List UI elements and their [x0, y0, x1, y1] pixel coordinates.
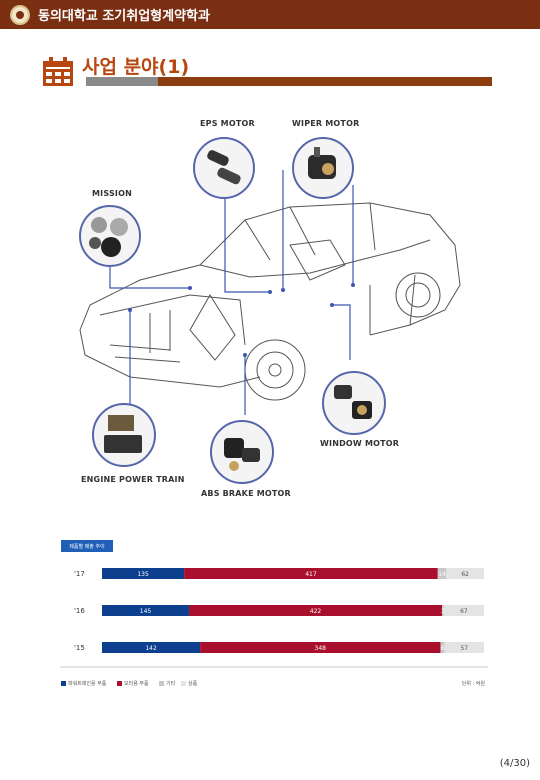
- legend-swatch: [159, 681, 164, 686]
- label-eps-motor: EPS MOTOR: [200, 119, 255, 128]
- bar-segment: [443, 605, 484, 616]
- chart-tag: 제품별 매출 추이: [61, 540, 113, 552]
- legend-label: 파워트레인용 부품: [68, 681, 107, 687]
- label-engine-power-train: ENGINE POWER TRAIN: [81, 475, 185, 484]
- chart-unit: 단위 : 억원: [461, 681, 485, 687]
- legend-item-goods: 상품: [181, 680, 197, 687]
- data-label: 348: [315, 645, 327, 652]
- section-underline-grey: [86, 77, 158, 86]
- mission-image: [79, 205, 141, 267]
- legend-label: 상품: [188, 681, 198, 687]
- label-window-motor: WINDOW MOTOR: [320, 439, 400, 448]
- chart-svg: '17 135 417 14 62 '16 145 422 3 67 '15 142 348 6 57: [60, 568, 488, 668]
- data-label: 14: [438, 571, 446, 578]
- data-label: 135: [137, 571, 149, 578]
- car-illustration: [79, 170, 461, 416]
- revenue-stacked-bar-chart: '17 135 417 14 62 '16 145 422 3 67 '15 142 348 6 57: [60, 560, 490, 670]
- bar-segment: [102, 605, 189, 616]
- bar-segment: [446, 568, 484, 579]
- category-label: '17: [74, 570, 85, 578]
- header-bar: 동의대학교 조기취업형계약학과: [0, 0, 540, 29]
- legend-item-other: 기타: [159, 680, 175, 687]
- chart-legend: 파워트레인용 부품 모터용 부품 기타 상품 단위 : 억원: [61, 679, 489, 689]
- category-label: '16: [74, 607, 85, 615]
- legend-label: 모터용 부품: [124, 681, 149, 687]
- section-title: 사업 분야(1): [82, 56, 190, 78]
- bar-segment: [437, 568, 447, 579]
- eps-motor-image: [193, 137, 255, 199]
- bar-segment: [102, 568, 185, 579]
- section-underline-brown: [158, 77, 492, 86]
- bar-segment: [444, 642, 484, 653]
- calendar-icon: [43, 57, 73, 86]
- data-label: 57: [460, 645, 468, 652]
- data-label: 142: [145, 645, 157, 652]
- legend-item-powertrain: 파워트레인용 부품: [61, 680, 106, 687]
- data-label: 67: [460, 608, 468, 615]
- abs-brake-motor-image: [210, 420, 274, 484]
- data-label: 417: [305, 571, 317, 578]
- engine-power-train-image: [92, 403, 156, 467]
- data-label: 422: [310, 608, 322, 615]
- bar-segment: [200, 642, 441, 653]
- legend-swatch: [181, 681, 186, 686]
- label-abs-brake-motor: ABS BRAKE MOTOR: [201, 489, 291, 498]
- bar-segment: [102, 642, 201, 653]
- label-wiper-motor: WIPER MOTOR: [292, 119, 360, 128]
- data-label: 62: [461, 571, 469, 578]
- university-logo-icon: [10, 4, 30, 25]
- bar-segment: [442, 605, 444, 616]
- data-label: 3: [441, 608, 445, 615]
- header-title: 동의대학교 조기취업형계약학과: [38, 9, 210, 24]
- bar-segment: [188, 605, 443, 616]
- car-parts-diagram: EPS MOTOR WIPER MOTOR MISSION WINDOW MOT…: [70, 115, 470, 505]
- data-label: 145: [140, 608, 152, 615]
- bar-segment: [184, 568, 438, 579]
- wiper-motor-image: [292, 137, 354, 199]
- legend-item-motor: 모터용 부품: [117, 680, 149, 687]
- category-label: '15: [74, 644, 85, 652]
- window-motor-image: [322, 371, 386, 435]
- legend-swatch: [117, 681, 122, 686]
- page-number: (4/30): [499, 758, 530, 769]
- legend-label: 기타: [166, 681, 176, 687]
- data-label: 6: [441, 645, 445, 652]
- legend-swatch: [61, 681, 66, 686]
- bar-segment: [440, 642, 445, 653]
- label-mission: MISSION: [92, 189, 132, 198]
